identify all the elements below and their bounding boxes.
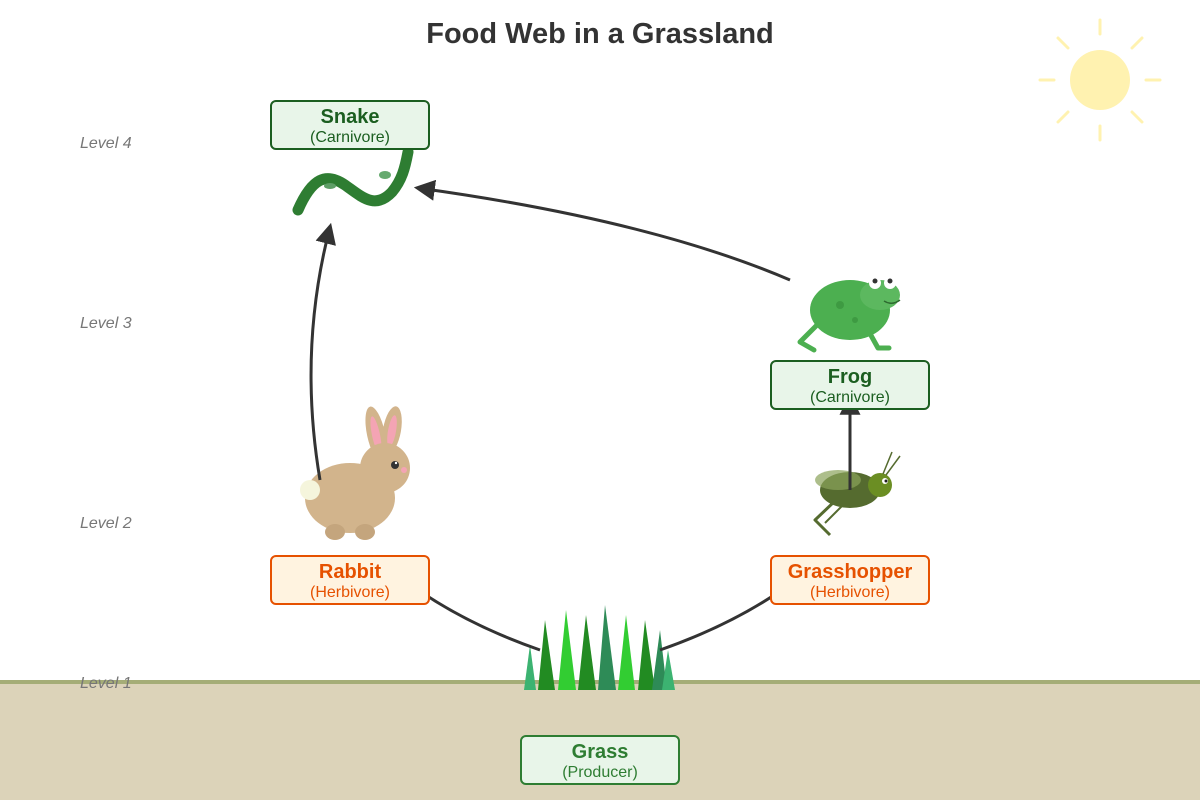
organism-role-grasshopper: (Herbivore): [809, 584, 890, 601]
organism-box-grasshopper: Grasshopper (Herbivore): [770, 555, 930, 605]
organism-box-grass: Grass (Producer): [520, 735, 680, 785]
rabbit-icon: [300, 406, 410, 540]
grass-icon: [524, 605, 675, 690]
level-label-3: Level 3: [80, 315, 132, 332]
level-label-2: Level 2: [80, 515, 132, 532]
level-label-4: Level 4: [80, 135, 132, 152]
organism-role-grass: (Producer): [562, 764, 638, 781]
organism-role-frog: (Carnivore): [809, 389, 890, 406]
organism-name-snake: Snake: [320, 106, 380, 128]
organism-role-rabbit: (Herbivore): [309, 584, 390, 601]
snake-icon: [292, 146, 414, 216]
organism-name-frog: Frog: [827, 366, 873, 388]
organism-box-rabbit: Rabbit (Herbivore): [270, 555, 430, 605]
organism-box-frog: Frog (Carnivore): [770, 360, 930, 410]
organism-name-grasshopper: Grasshopper: [787, 561, 913, 583]
arrow-frog-to-snake: [413, 179, 791, 282]
level-label-1: Level 1: [80, 675, 132, 692]
arrow-rabbit-to-snake: [309, 222, 336, 481]
organism-name-rabbit: Rabbit: [318, 561, 382, 583]
frog-icon: [797, 277, 901, 353]
grasshopper-icon: [813, 451, 901, 537]
organism-box-snake: Snake (Carnivore): [270, 100, 430, 150]
diagram-title: Food Web in a Grassland: [426, 18, 774, 50]
organism-role-snake: (Carnivore): [309, 129, 390, 146]
organism-name-grass: Grass: [571, 741, 629, 763]
sun-icon: [1038, 18, 1162, 142]
